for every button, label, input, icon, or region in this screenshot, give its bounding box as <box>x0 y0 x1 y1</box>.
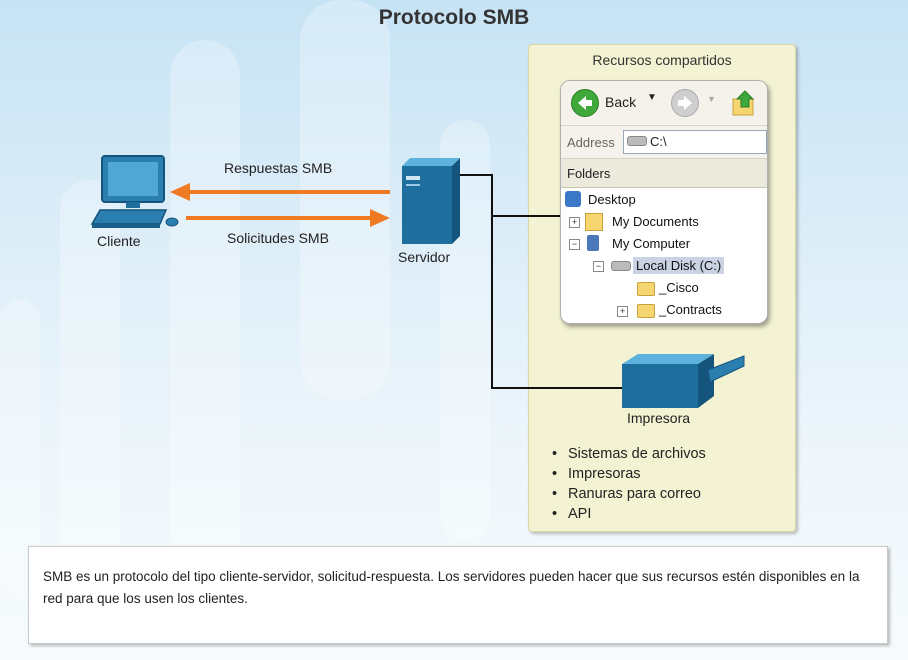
server-icon <box>402 158 460 244</box>
forward-icon[interactable] <box>671 89 699 117</box>
folder-icon <box>637 304 655 318</box>
requests-arrow <box>186 209 390 227</box>
back-dropdown-icon[interactable]: ▼ <box>647 92 657 103</box>
responses-arrow <box>170 183 390 201</box>
my-computer-icon <box>587 235 599 251</box>
explorer-toolbar: Back ▼ ▼ <box>561 81 767 126</box>
description-box: SMB es un protocolo del tipo cliente-ser… <box>28 546 888 644</box>
description-text: SMB es un protocolo del tipo cliente-ser… <box>43 569 860 606</box>
up-folder-icon[interactable] <box>731 89 757 122</box>
server-explorer-link <box>460 174 562 217</box>
tree-item-desktop[interactable]: Desktop <box>588 192 636 207</box>
forward-dropdown-icon[interactable]: ▼ <box>707 94 716 104</box>
expand-icon[interactable]: + <box>569 217 580 228</box>
responses-label: Respuestas SMB <box>224 160 333 176</box>
bg-stripe <box>170 40 240 600</box>
address-value: C:\ <box>650 134 667 149</box>
list-item: •API <box>552 506 592 522</box>
tree-item-contracts[interactable]: _Contracts <box>659 302 722 317</box>
resources-list: •Sistemas de archivos •Impresoras •Ranur… <box>552 444 706 524</box>
printer-label: Impresora <box>627 410 691 426</box>
requests-label: Solicitudes SMB <box>227 230 329 246</box>
bg-stripe <box>300 0 390 400</box>
address-input[interactable]: C:\ <box>623 130 767 154</box>
tree-item-my-documents[interactable]: My Documents <box>612 214 699 229</box>
folders-header: Folders <box>561 159 767 188</box>
expand-icon[interactable]: + <box>617 306 628 317</box>
collapse-icon[interactable]: − <box>593 261 604 272</box>
back-icon[interactable] <box>571 89 599 117</box>
page-title: Protocolo SMB <box>378 6 530 29</box>
server-printer-link <box>491 216 622 389</box>
list-item: •Ranuras para correo <box>552 486 701 502</box>
printer-icon <box>622 354 745 408</box>
back-button[interactable]: Back <box>605 94 637 110</box>
client-computer-icon <box>90 155 179 228</box>
tree-item-local-disk[interactable]: Local Disk (C:) <box>633 257 725 274</box>
tree-item-my-computer[interactable]: My Computer <box>612 236 691 251</box>
local-disk-icon <box>611 261 631 271</box>
panel-title: Recursos compartidos <box>592 52 732 68</box>
address-label: Address <box>567 135 615 150</box>
client-label: Cliente <box>97 233 141 249</box>
my-documents-icon <box>585 213 603 231</box>
server-label: Servidor <box>398 249 451 265</box>
desktop-icon <box>565 191 581 207</box>
drive-icon <box>627 136 647 146</box>
address-bar: Address C:\ <box>561 126 767 159</box>
file-explorer-window: Back ▼ ▼ Address C:\ Folders Desktop + M… <box>560 80 768 324</box>
list-item: •Impresoras <box>552 466 641 482</box>
list-item: •Sistemas de archivos <box>552 446 706 462</box>
tree-item-cisco[interactable]: _Cisco <box>659 280 699 295</box>
folder-icon <box>637 282 655 296</box>
collapse-icon[interactable]: − <box>569 239 580 250</box>
folders-label: Folders <box>567 166 611 181</box>
bg-stripe <box>60 180 120 600</box>
